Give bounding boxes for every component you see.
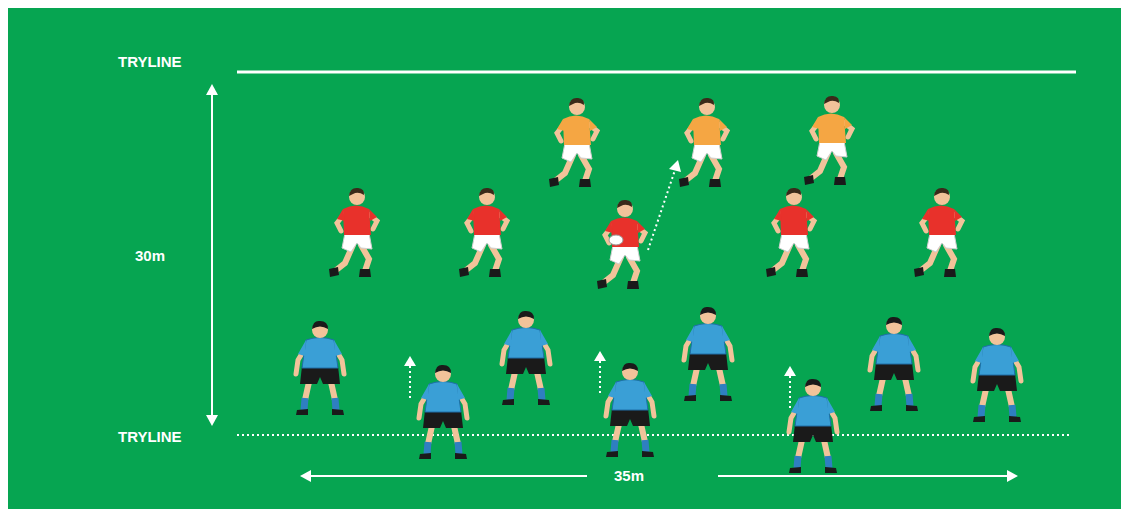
red-player (597, 200, 645, 289)
red-player (459, 188, 507, 277)
orange-player (679, 98, 727, 187)
pitch (8, 8, 1121, 509)
red-player (914, 188, 962, 277)
blue-player (973, 328, 1021, 422)
tryline-label: TRYLINE (118, 54, 182, 69)
dimension-label: 30m (135, 248, 165, 263)
tryline-dotted (237, 434, 1070, 436)
blue-player (296, 321, 344, 415)
rugby-ball (609, 235, 623, 245)
dimension-label: 35m (614, 468, 644, 483)
blue-player (870, 317, 918, 411)
red-player (766, 188, 814, 277)
tryline-solid (237, 71, 1076, 74)
dimension-arrow-30m (206, 84, 218, 426)
red-player (329, 188, 377, 277)
orange-player (549, 98, 597, 187)
blue-player (684, 307, 732, 401)
blue-player (502, 311, 550, 405)
blue-players (296, 307, 1021, 473)
tryline-label: TRYLINE (118, 429, 182, 444)
blue-player (419, 365, 467, 459)
red-players (329, 188, 962, 289)
blue-player (789, 379, 837, 473)
dimension-arrow-35m (300, 470, 1018, 482)
orange-players (549, 96, 852, 187)
orange-player (804, 96, 852, 185)
blue-player (606, 363, 654, 457)
movement-arrows (404, 160, 796, 408)
